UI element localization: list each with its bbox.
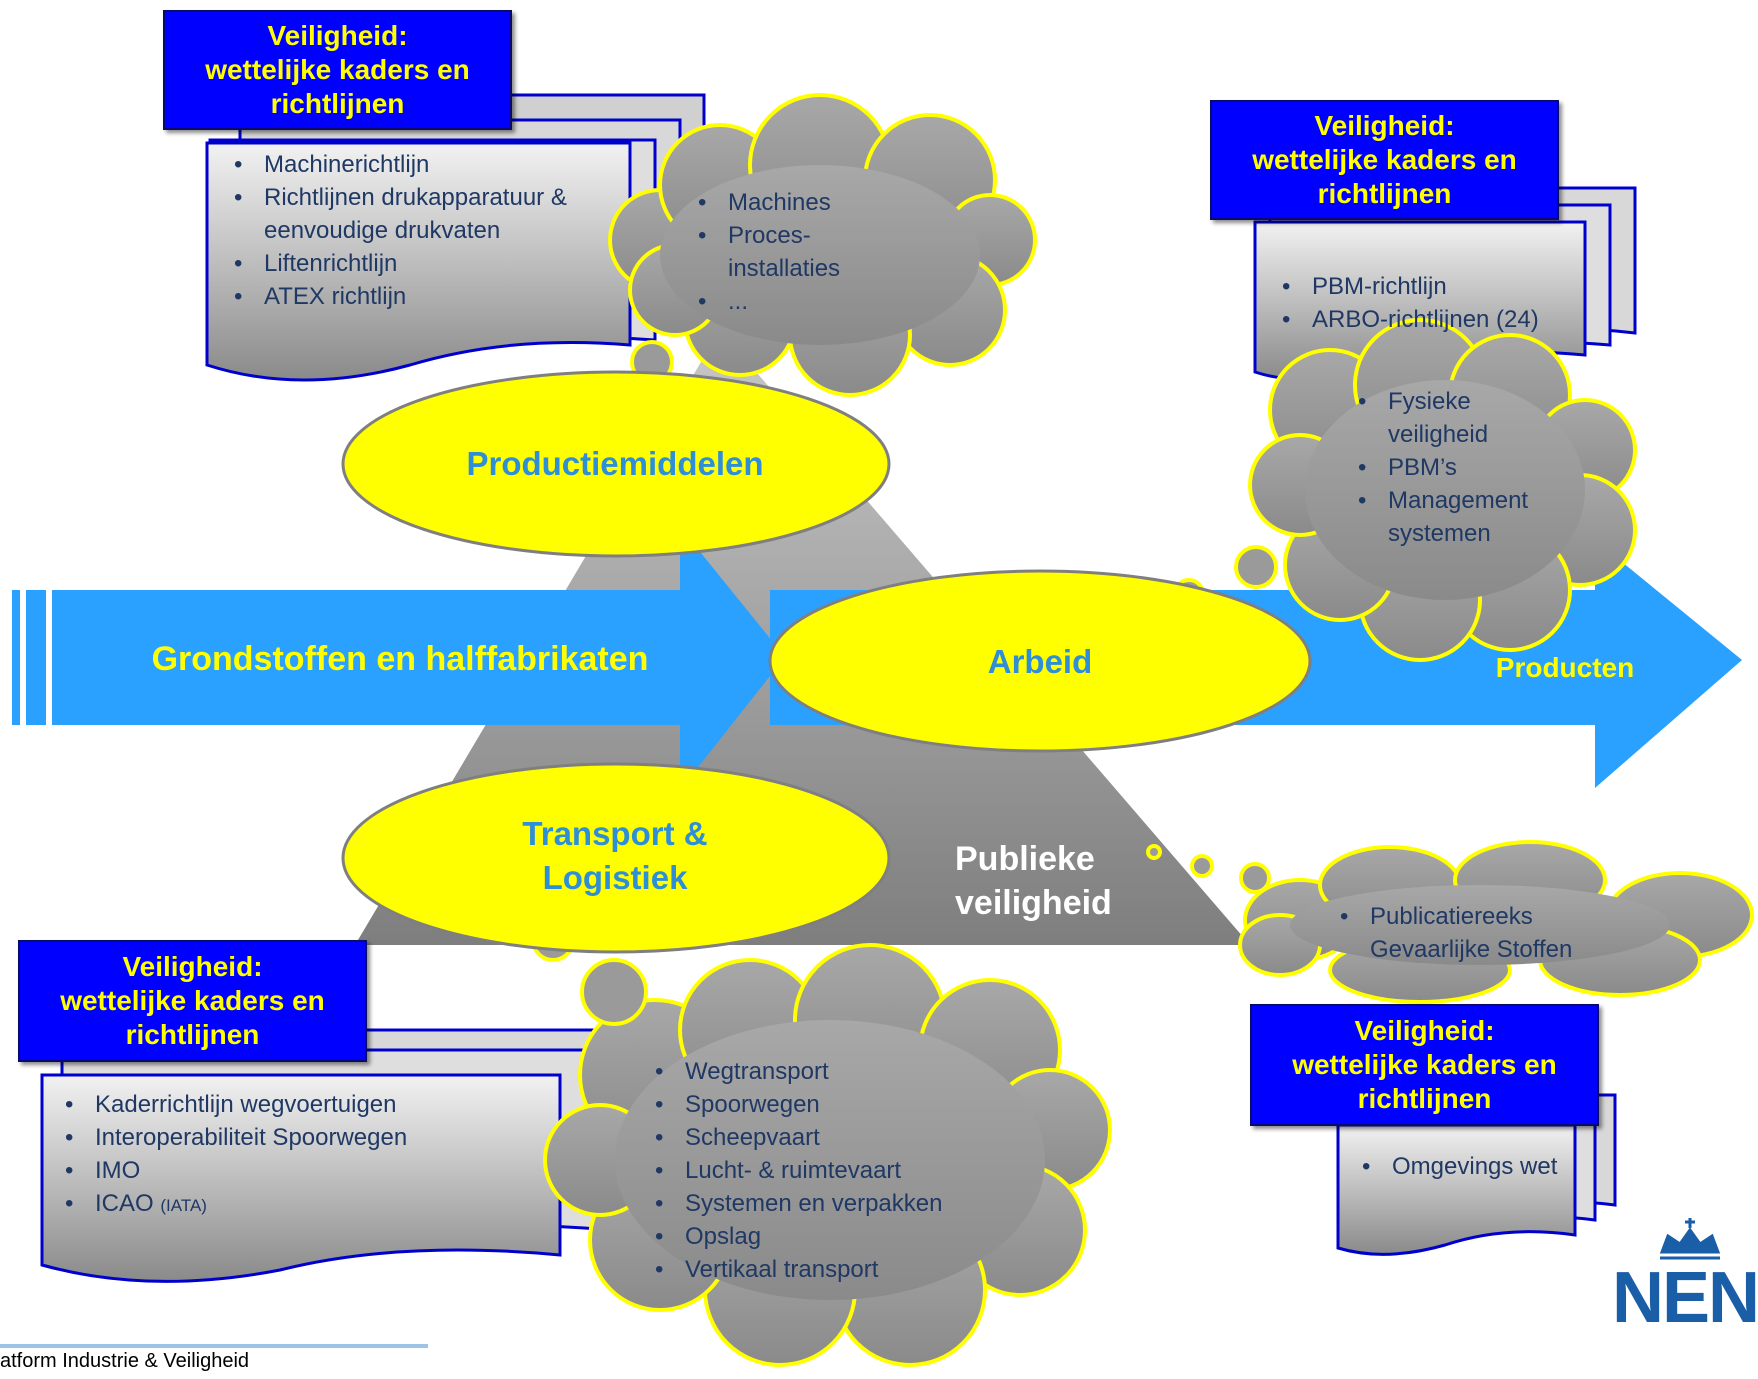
title-box-bottom-right: Veiligheid: wettelijke kaders en richtli… [1250,1004,1599,1126]
list-item: Interoperabiliteit Spoorwegen [55,1121,535,1154]
list-item: Spoorwegen [645,1088,1045,1121]
ellipse-label-productiemiddelen: Productiemiddelen [466,445,764,482]
footer-rule [0,1344,428,1348]
arrow-label: Grondstoffen en halffabrikaten [151,640,649,678]
title-line: richtlijnen [125,1019,260,1050]
list-item: ICAO (IATA) [55,1187,535,1222]
cloud-list-publiek: Publicatiereeks Gevaarlijke Stoffen [1330,900,1630,966]
list-item: Lucht- & ruimtevaart [645,1154,1045,1187]
list-bottom-right: Omgevings wet [1352,1150,1562,1183]
title-line: Veiligheid: [267,20,408,51]
ellipse-label-arbeid: Arbeid [987,643,1093,680]
list-item: Vertikaal transport [645,1253,1045,1286]
list-item: Fysieke veiligheid [1348,385,1548,451]
arrow-tail-bar [12,590,20,725]
title-box-top-left: Veiligheid: wettelijke kaders en richtli… [163,10,512,130]
title-box-bottom-left: Veiligheid: wettelijke kaders en richtli… [18,940,367,1062]
list-item: IMO [55,1154,535,1187]
list-item: ... [688,285,888,318]
ellipse-label-transport: Transport & Logistiek [430,812,800,900]
list-top-right: PBM-richtlijn ARBO-richtlijnen (24) [1272,270,1542,336]
ellipse-transport [341,762,891,954]
list-item: Wegtransport [645,1055,1045,1088]
list-item: Machinerichtlijn [224,148,634,181]
arrow-tail-bar [26,590,46,725]
public-safety-label: Publieke veiligheid [955,837,1155,925]
main-arrow [52,527,785,790]
list-item: Omgevings wet [1352,1150,1562,1183]
title-line: richtlijnen [1317,178,1452,209]
list-item-label: ICAO [95,1190,154,1217]
title-line: Veiligheid: [1314,110,1455,141]
ellipse-productiemiddelen [341,370,891,558]
crown-icon [1659,1218,1721,1260]
list-item: Proces-installaties [688,219,888,285]
title-line: wettelijke kaders en [1292,1049,1557,1080]
public-safety-line: Publieke [955,840,1095,878]
list-bottom-left: Kaderrichtlijn wegvoertuigen Interoperab… [55,1088,535,1222]
title-line: Veiligheid: [1354,1015,1495,1046]
list-item: Scheepvaart [645,1121,1045,1154]
list-item-suffix: (IATA) [160,1196,207,1215]
title-line: wettelijke kaders en [60,985,325,1016]
list-item: Richtlijnen drukapparatuur & eenvoudige … [224,181,634,247]
title-line: wettelijke kaders en [205,54,470,85]
nen-logo-text: NEN [1612,1258,1758,1338]
list-item: ATEX richtlijn [224,280,634,313]
ellipse-label-line: Transport & [522,815,708,852]
list-item: Liftenrichtlijn [224,247,634,280]
list-item: Management systemen [1348,484,1548,550]
list-item: Publicatiereeks Gevaarlijke Stoffen [1330,900,1630,966]
list-item: ARBO-richtlijnen (24) [1272,303,1542,336]
list-item: Kaderrichtlijn wegvoertuigen [55,1088,535,1121]
ellipse-label-line: Logistiek [542,859,688,896]
cloud-list-arbeid: Fysieke veiligheid PBM’s Management syst… [1348,385,1548,550]
products-label: Producten [1495,652,1635,683]
public-safety-line: veiligheid [955,884,1112,922]
list-top-left: Machinerichtlijn Richtlijnen drukapparat… [224,148,634,313]
footer-text: atform Industrie & Veiligheid [0,1350,250,1372]
cloud-list-machines: Machines Proces-installaties ... [688,186,888,318]
cloud-list-transport: Wegtransport Spoorwegen Scheepvaart Luch… [645,1055,1045,1286]
ellipse-arbeid [768,569,1312,753]
nen-logo [1659,1218,1721,1260]
list-item: PBM’s [1348,451,1548,484]
list-item: Systemen en verpakken [645,1187,1045,1220]
list-item: PBM-richtlijn [1272,270,1542,303]
title-box-top-right: Veiligheid: wettelijke kaders en richtli… [1210,100,1559,220]
list-item: Opslag [645,1220,1045,1253]
title-line: richtlijnen [270,88,405,119]
title-line: richtlijnen [1357,1083,1492,1114]
title-line: Veiligheid: [122,951,263,982]
list-item: Machines [688,186,888,219]
title-line: wettelijke kaders en [1252,144,1517,175]
